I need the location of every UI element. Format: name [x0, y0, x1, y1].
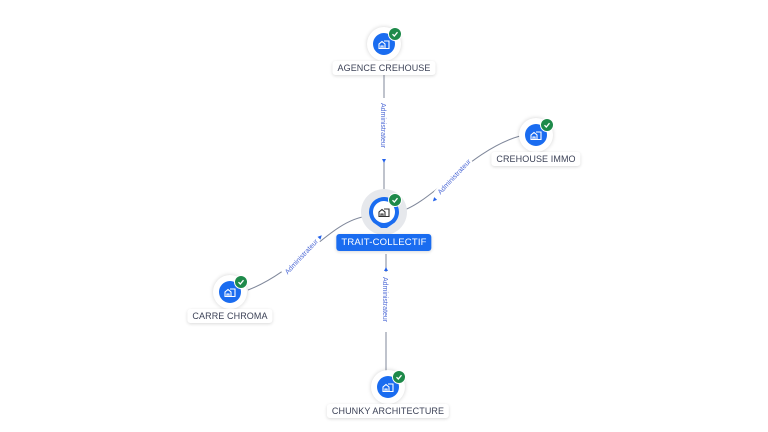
arrow-icon — [317, 235, 322, 240]
edge-chunky-architecture: Administrateur — [381, 254, 391, 372]
node-label: CREHOUSE IMMO — [491, 152, 581, 166]
edge-crehouse-immo: Administrateur — [397, 135, 521, 213]
arrow-icon — [382, 159, 386, 163]
edge-label: Administrateur — [381, 277, 388, 323]
node-label: CARRE CHROMA — [187, 309, 273, 323]
verified-check-icon — [540, 118, 554, 132]
verified-check-icon — [388, 27, 402, 41]
edge-label-bg — [281, 236, 321, 278]
verified-check-icon — [392, 370, 406, 384]
arrow-icon — [384, 267, 388, 271]
verified-check-icon — [388, 193, 402, 207]
edge-label-bg — [379, 98, 389, 160]
edge-label: Administrateur — [379, 103, 386, 149]
building-icon — [373, 201, 395, 223]
verified-check-icon — [234, 275, 248, 289]
edge-carre-chroma: Administrateur — [247, 215, 369, 291]
edge-label: Administrateur — [284, 238, 320, 276]
edge-label-bg — [381, 272, 391, 332]
node-label: CHUNKY ARCHITECTURE — [326, 404, 450, 418]
edge-label: Administrateur — [437, 158, 473, 196]
edge-agence-crehouse: Administrateur — [379, 74, 389, 192]
center-node-label: TRAIT-COLLECTIF — [336, 234, 432, 251]
node-label: AGENCE CREHOUSE — [332, 61, 436, 75]
edge-label-bg — [433, 156, 474, 198]
arrow-icon — [432, 197, 438, 202]
